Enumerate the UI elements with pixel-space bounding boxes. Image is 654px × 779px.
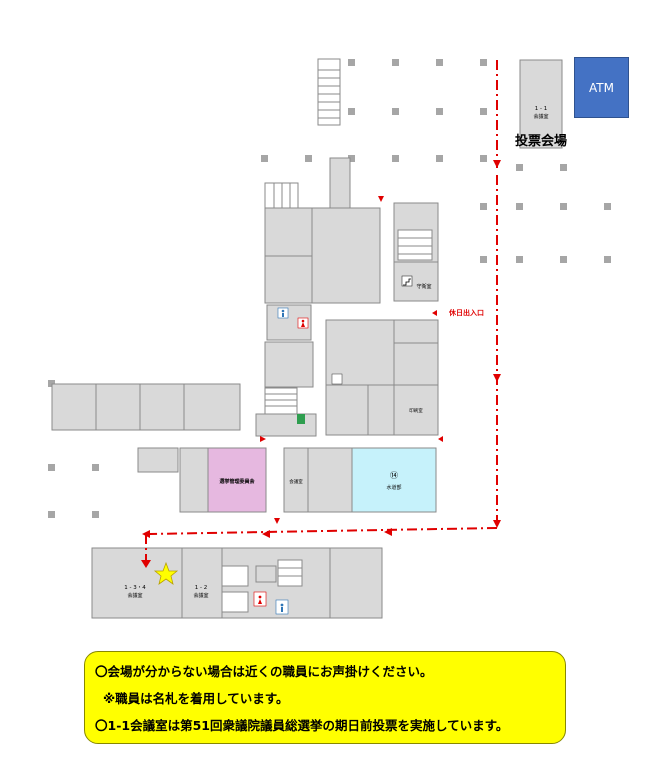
- waterworks-label: 水道部: [386, 484, 401, 491]
- notice-box: 〇会場が分からない場合は近くの職員にお声掛けください。 ※職員は名札を着用してい…: [84, 651, 566, 744]
- destination-star-icon: [153, 561, 179, 585]
- room-12-number: 1 - 2: [195, 585, 207, 591]
- voting-hall-label: 投票会場: [515, 134, 568, 149]
- notice-line-1: 〇会場が分からない場合は近くの職員にお声掛けください。: [95, 664, 433, 679]
- column-grid: [48, 59, 611, 518]
- election-committee-label: 選挙管理委員会: [219, 478, 254, 485]
- holiday-entrance-label: 休日出入口: [449, 309, 484, 317]
- north-stair: [317, 58, 341, 126]
- room-1-1-number: 1 - 1: [535, 106, 547, 112]
- waterworks-room: [351, 447, 437, 513]
- restroom-column: [255, 304, 317, 437]
- stairs-person-icon: [401, 275, 413, 287]
- room-134-number: 1 - 3・4: [124, 585, 146, 591]
- election-committee-room: [207, 447, 267, 513]
- west-wing: [51, 383, 241, 431]
- guard-room-label: 守衛室: [416, 283, 431, 290]
- route-arrowheads: [141, 160, 501, 568]
- middle-row: [137, 447, 437, 513]
- atm-box: ATM: [574, 57, 629, 118]
- room-1-1-name: 会議室: [533, 113, 548, 120]
- notice-line-3: 〇1-1会議室は第51回衆議院議員総選挙の期日前投票を実施しています。: [95, 718, 509, 733]
- waterworks-number: ⑭: [390, 471, 398, 480]
- room-1-1: [519, 59, 563, 149]
- notice-line-2: ※職員は名札を着用しています。: [103, 691, 289, 706]
- room-12-name: 会議室: [193, 592, 208, 599]
- office-label-east: 印刷室: [409, 407, 423, 414]
- central-east-block: [325, 319, 439, 436]
- south-block: [91, 547, 383, 619]
- room-134-name: 会議室: [127, 592, 142, 599]
- floor-map: 1 - 1 会議室 守衛室: [48, 58, 611, 619]
- office-label-mid: 会議室: [289, 478, 303, 485]
- north-block: [264, 157, 439, 304]
